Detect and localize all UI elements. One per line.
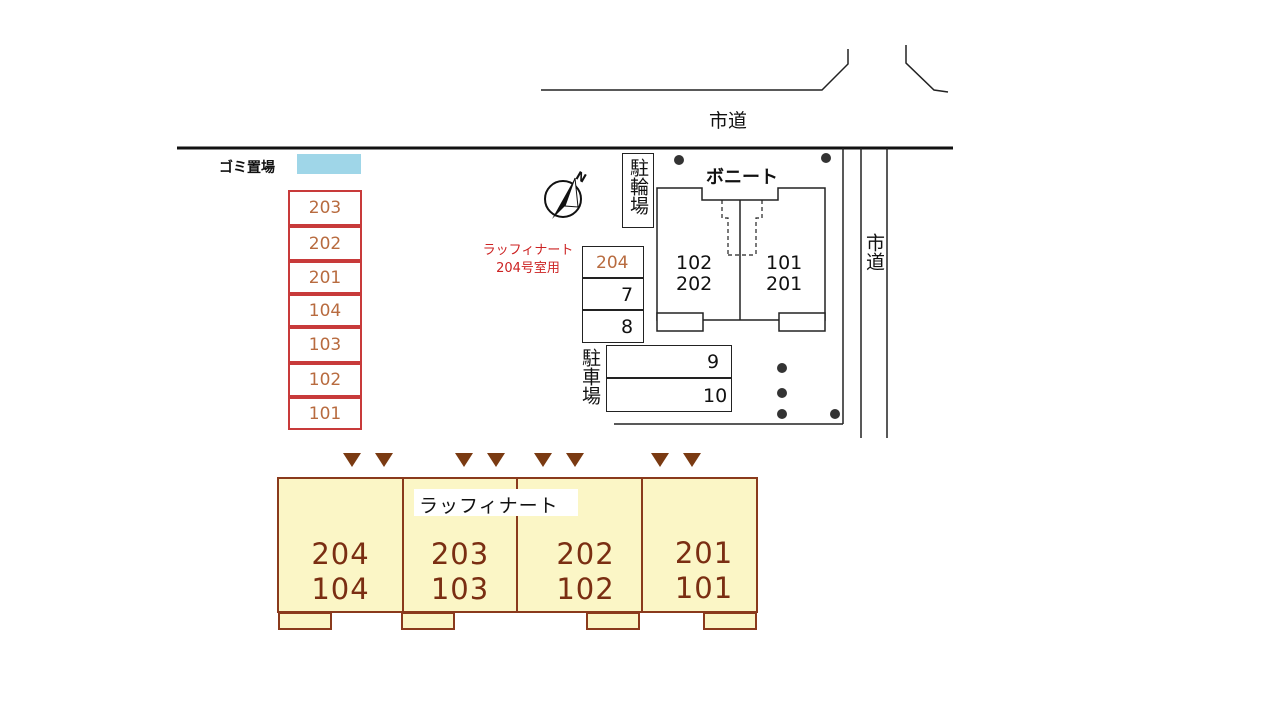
bicycle-parking-label: 駐輪場 xyxy=(627,158,649,215)
parking-slot-7-label: 7 xyxy=(621,284,634,306)
bonito-right-units: 101 201 xyxy=(766,252,803,295)
unit-upper-number: 201 xyxy=(674,536,734,570)
parking-slot-9: 9 xyxy=(606,345,732,378)
compass-icon xyxy=(544,177,582,219)
parking-slot: 101 xyxy=(288,397,362,430)
unit-lower-number: 102 xyxy=(556,571,615,606)
shrub-icon xyxy=(777,409,787,419)
entrance-marker-icon xyxy=(534,453,552,467)
unit-lower-number: 103 xyxy=(430,571,490,606)
building-name-box xyxy=(414,489,578,516)
parking-slot-8-label: 8 xyxy=(621,316,634,338)
bonito-building-outline xyxy=(656,187,826,321)
parking-slot-204-label: 204 xyxy=(596,253,629,273)
annotation-line-1: ラッフィナート xyxy=(482,243,574,258)
entrance-marker-icon xyxy=(375,453,393,467)
top-road-edge xyxy=(541,49,849,91)
shrub-icon xyxy=(830,409,840,419)
shrub-icon xyxy=(777,363,787,373)
parking-slot-204: 204 xyxy=(582,246,644,278)
unit-upper-number: 203 xyxy=(430,537,490,571)
parking-slot: 202 xyxy=(288,226,362,261)
entrance-marker-icon xyxy=(455,453,473,467)
shrub-icon xyxy=(674,155,684,165)
unit-porch xyxy=(278,612,332,630)
unit-numbers: 202 102 xyxy=(518,537,653,607)
unit-porch xyxy=(703,612,757,630)
unit-lower-number: 104 xyxy=(311,571,370,606)
bonito-left-units: 102 202 xyxy=(676,252,713,295)
top-road-label: 市道 xyxy=(709,110,748,132)
parking-slot: 103 xyxy=(288,327,362,363)
top-road-edge-right xyxy=(905,45,949,93)
unit-block: 204 104 xyxy=(277,477,404,613)
unit-block: 201 101 xyxy=(641,477,758,613)
garbage-area xyxy=(297,154,361,174)
parking-slot: 104 xyxy=(288,294,362,327)
parking-annotation: ラッフィナート 204号室用 xyxy=(470,242,586,277)
shrub-icons xyxy=(674,153,840,419)
building-name: ラッフィナート xyxy=(419,495,559,517)
unit-upper-number: 204 xyxy=(311,537,370,571)
annotation-line-2: 204号室用 xyxy=(496,260,560,276)
parking-slot-9-label: 9 xyxy=(707,351,720,373)
unit-porch xyxy=(401,612,455,630)
parking-slot: 102 xyxy=(288,363,362,397)
parking-slot-7: 7 xyxy=(582,278,644,310)
entrance-marker-icon xyxy=(343,453,361,467)
entrance-marker-icon xyxy=(566,453,584,467)
bonito-dashed-right xyxy=(755,200,763,255)
unit-numbers: 203 103 xyxy=(404,537,516,607)
unit-upper-number: 202 xyxy=(556,537,615,571)
bicycle-parking: 駐輪場 xyxy=(622,153,654,228)
unit-numbers: 201 101 xyxy=(643,536,765,606)
unit-lower-number: 101 xyxy=(674,570,734,605)
unit-numbers: 204 104 xyxy=(279,537,402,607)
entrance-marker-icon xyxy=(683,453,701,467)
unit-porch xyxy=(586,612,640,630)
garbage-area-label: ゴミ置場 xyxy=(219,160,275,176)
parking-slot-8: 8 xyxy=(582,310,644,343)
bonito-porch-left xyxy=(656,312,704,332)
entrance-marker-icon xyxy=(651,453,669,467)
parking-slot-10: 10 xyxy=(606,378,732,412)
parking-slot: 203 xyxy=(288,190,362,226)
bonito-name: ボニート xyxy=(706,167,778,188)
shrub-icon xyxy=(777,388,787,398)
entrance-marker-icon xyxy=(487,453,505,467)
parking-slot-10-label: 10 xyxy=(703,385,728,407)
shrub-icon xyxy=(821,153,831,163)
parking-area-label: 駐車場 xyxy=(579,348,601,405)
bonito-dashed-left xyxy=(721,200,729,255)
bonito-porch-right xyxy=(778,312,826,332)
right-road-label: 市道 xyxy=(863,233,885,271)
parking-slot: 201 xyxy=(288,261,362,294)
